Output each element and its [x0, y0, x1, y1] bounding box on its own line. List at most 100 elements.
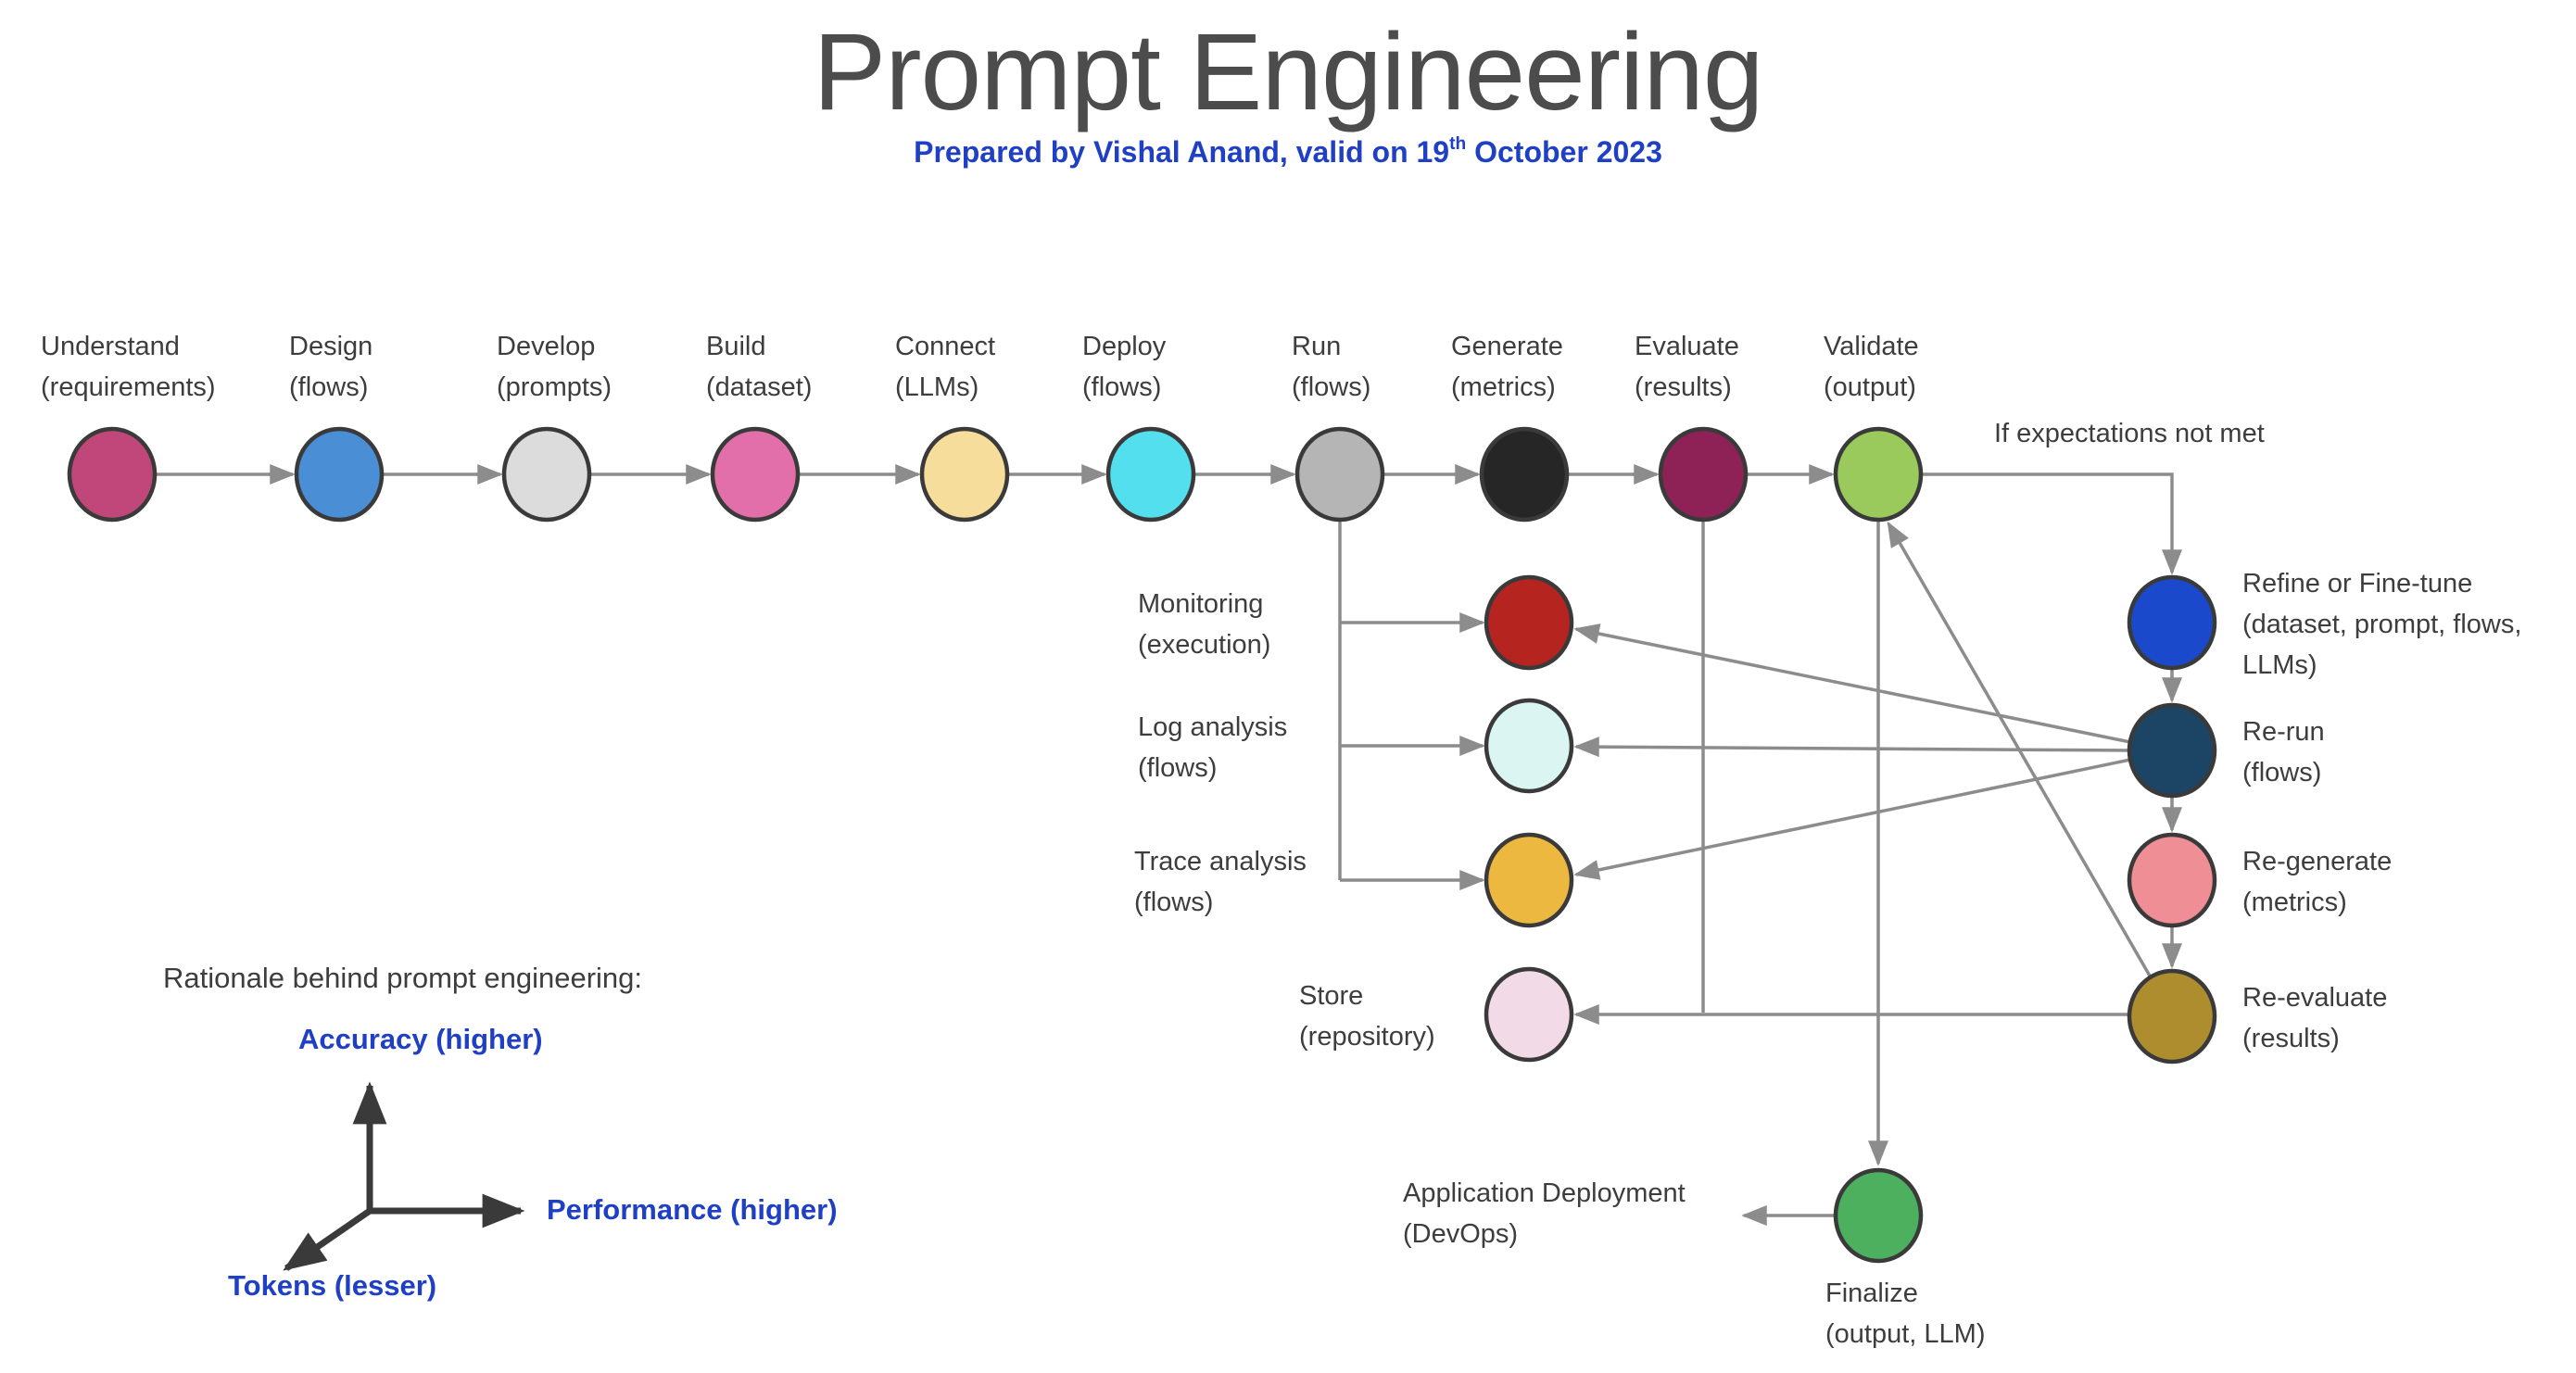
node-evaluate	[1658, 426, 1749, 523]
node-connect	[919, 426, 1010, 523]
label-develop-line2: (prompts)	[497, 372, 612, 402]
label-reevaluate-line1: Re-evaluate	[2242, 983, 2388, 1013]
label-trace-analysis-line1: Trace analysis	[1134, 847, 1307, 876]
subtitle-superscript: th	[1449, 134, 1467, 155]
label-validate-line2: (output)	[1824, 372, 1916, 402]
tokens-axis-label: Tokens (lesser)	[228, 1269, 437, 1302]
node-develop	[501, 426, 592, 523]
performance-axis-label: Performance (higher)	[547, 1193, 838, 1226]
subtitle-date: October 2023	[1466, 135, 1662, 169]
label-reevaluate-line2: (results)	[2242, 1024, 2340, 1053]
edge-reevaluate-validate	[1887, 521, 2153, 978]
label-deploy: Deploy (flows)	[1082, 326, 1166, 408]
label-design: Design (flows)	[289, 326, 373, 408]
label-connect-line1: Connect	[895, 332, 996, 361]
accuracy-axis-label: Accuracy (higher)	[298, 1023, 543, 1055]
label-monitoring: Monitoring (execution)	[1138, 584, 1270, 665]
label-understand-line2: (requirements)	[41, 372, 216, 402]
label-reevaluate: Re-evaluate (results)	[2242, 977, 2387, 1059]
label-refine-line1: Refine or Fine-tune	[2242, 569, 2473, 598]
label-trace-analysis: Trace analysis (flows)	[1134, 841, 1307, 923]
label-regenerate-line1: Re-generate	[2242, 847, 2393, 876]
label-store-line1: Store	[1299, 981, 1364, 1011]
node-design	[294, 426, 385, 523]
label-understand: Understand (requirements)	[41, 326, 216, 408]
label-evaluate: Evaluate (results)	[1635, 326, 1739, 408]
node-trace-analysis	[1484, 832, 1574, 928]
label-design-line1: Design	[289, 332, 373, 361]
node-store	[1484, 966, 1574, 1063]
edge-rerun-trace-analysis	[1573, 758, 2131, 880]
label-develop-line1: Develop	[497, 332, 596, 361]
label-log-analysis: Log analysis (flows)	[1138, 707, 1287, 788]
node-validate	[1833, 426, 1924, 523]
label-evaluate-line2: (results)	[1635, 372, 1732, 402]
node-deploy	[1105, 426, 1196, 523]
node-regenerate	[2127, 832, 2217, 928]
edge-rerun-monitoring	[1573, 624, 2131, 744]
label-build: Build (dataset)	[706, 326, 812, 408]
label-regenerate: Re-generate (metrics)	[2242, 841, 2392, 923]
label-monitoring-line1: Monitoring	[1138, 589, 1264, 619]
label-finalize: Finalize (output, LLM)	[1825, 1273, 1985, 1354]
edges-layer	[155, 464, 2182, 1226]
label-run-line2: (flows)	[1292, 372, 1371, 402]
label-log-analysis-line1: Log analysis	[1138, 712, 1288, 742]
label-design-line2: (flows)	[289, 372, 369, 402]
label-connect-line2: (LLMs)	[895, 372, 979, 402]
label-connect: Connect (LLMs)	[895, 326, 995, 408]
node-log-analysis	[1484, 698, 1574, 794]
edge-validate-refine	[1921, 472, 2182, 575]
label-generate: Generate (metrics)	[1451, 326, 1563, 408]
label-deploy-line2: (flows)	[1082, 372, 1162, 402]
expectations-note: If expectations not met	[1994, 419, 2265, 448]
label-finalize-line1: Finalize	[1825, 1279, 1918, 1308]
label-understand-line1: Understand	[41, 332, 180, 361]
node-generate	[1479, 426, 1570, 523]
subtitle-text: Prepared by Vishal Anand, valid on 19	[914, 135, 1450, 169]
node-refine	[2127, 574, 2217, 671]
label-evaluate-line1: Evaluate	[1635, 332, 1739, 361]
label-rerun: Re-run (flows)	[2242, 712, 2325, 793]
tokens-axis-arrow	[283, 1208, 372, 1271]
label-monitoring-line2: (execution)	[1138, 630, 1271, 660]
node-run	[1294, 426, 1385, 523]
label-validate-line1: Validate	[1824, 332, 1919, 361]
label-refine-line2: (dataset, prompt, flows,	[2242, 610, 2522, 639]
label-validate: Validate (output)	[1824, 326, 1919, 408]
label-generate-line1: Generate	[1451, 332, 1563, 361]
app-deployment-label: Application Deployment (DevOps)	[1403, 1173, 1686, 1254]
label-run: Run (flows)	[1292, 326, 1370, 408]
label-refine: Refine or Fine-tune (dataset, prompt, flo…	[2242, 563, 2521, 686]
label-finalize-line2: (output, LLM)	[1825, 1319, 1986, 1349]
page-subtitle: Prepared by Vishal Anand, valid on 19th …	[0, 134, 2576, 170]
label-refine-line3: LLMs)	[2242, 650, 2317, 680]
label-generate-line2: (metrics)	[1451, 372, 1556, 402]
label-log-analysis-line2: (flows)	[1138, 753, 1218, 783]
label-rerun-line2: (flows)	[2242, 758, 2322, 787]
node-rerun	[2127, 702, 2217, 799]
label-rerun-line1: Re-run	[2242, 717, 2325, 747]
node-monitoring	[1484, 574, 1574, 671]
node-reevaluate	[2127, 968, 2217, 1064]
label-build-line1: Build	[706, 332, 766, 361]
label-regenerate-line2: (metrics)	[2242, 888, 2347, 917]
label-run-line1: Run	[1292, 332, 1342, 361]
node-finalize	[1833, 1167, 1924, 1264]
edge-rerun-log-analysis	[1573, 737, 2130, 758]
label-store-line2: (repository)	[1299, 1022, 1435, 1052]
app-deployment-line1: Application Deployment	[1403, 1178, 1686, 1208]
rationale-axes	[283, 1081, 525, 1271]
page-title: Prompt Engineering	[813, 11, 1764, 133]
node-understand	[67, 426, 158, 523]
node-build	[710, 426, 801, 523]
app-deployment-line2: (DevOps)	[1403, 1219, 1519, 1249]
label-trace-analysis-line2: (flows)	[1134, 888, 1214, 917]
nodes-layer	[67, 426, 2217, 1264]
label-deploy-line1: Deploy	[1082, 332, 1167, 361]
label-develop: Develop (prompts)	[497, 326, 612, 408]
label-build-line2: (dataset)	[706, 372, 813, 402]
label-store: Store (repository)	[1299, 976, 1435, 1057]
